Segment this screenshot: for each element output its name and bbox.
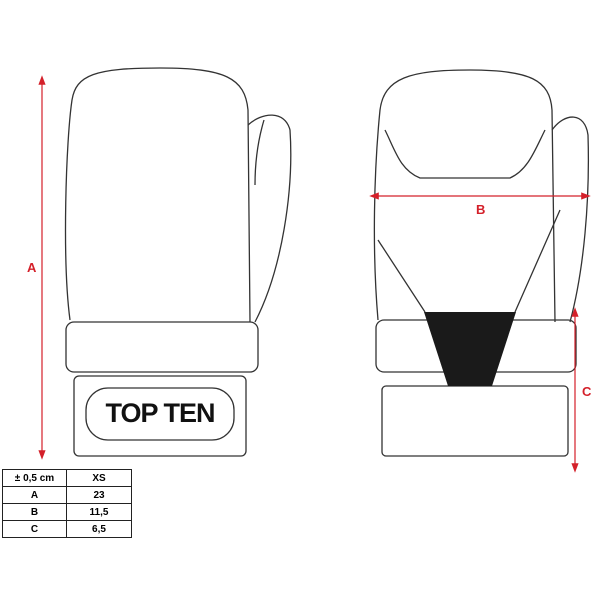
glove-back-view [64, 67, 292, 457]
glove-front-strap [381, 385, 569, 457]
dimension-a-label: A [27, 260, 37, 275]
row-value: 23 [66, 486, 132, 504]
row-label: A [2, 486, 67, 504]
logo-text: TOP TEN [105, 398, 215, 428]
table-header-cell: ± 0,5 cm [2, 469, 67, 487]
row-value: 6,5 [66, 520, 132, 538]
glove-front-body [373, 69, 556, 323]
glove-front-view [373, 69, 590, 457]
row-value: 11,5 [66, 503, 132, 521]
size-table: ± 0,5 cm XS A 23 B 11,5 C 6,5 [2, 469, 132, 538]
dimension-b-label: B [476, 202, 486, 217]
row-label: B [2, 503, 67, 521]
table-row: C 6,5 [2, 520, 132, 538]
palm-insert [424, 312, 516, 386]
dimension-c-label: C [582, 384, 592, 399]
logo-box [85, 387, 235, 441]
glove-front-thumb [377, 116, 590, 323]
row-label: C [2, 520, 67, 538]
glove-front-palm [384, 129, 546, 179]
table-header-cell: XS [66, 469, 132, 487]
table-row: B 11,5 [2, 503, 132, 521]
glove-back-cuff [65, 321, 259, 373]
glove-back-body [64, 67, 251, 323]
glove-back-strap [73, 375, 247, 457]
glove-back-thumb [247, 114, 292, 323]
table-header-row: ± 0,5 cm XS [2, 469, 132, 487]
table-row: A 23 [2, 486, 132, 504]
